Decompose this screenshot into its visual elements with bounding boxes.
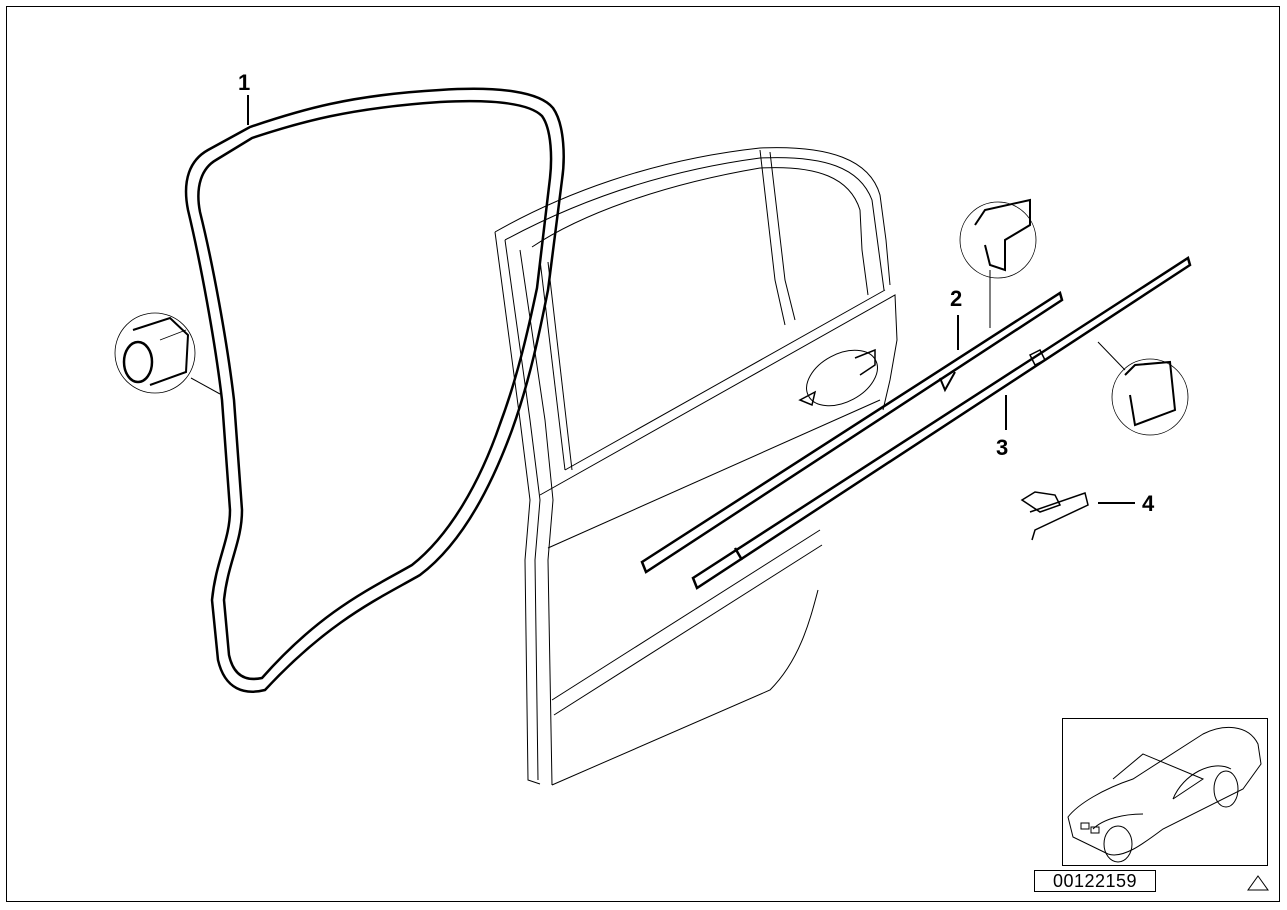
outer-window-channel-seal: [691, 256, 1192, 590]
callout-2: 2: [950, 286, 963, 311]
clip: [1020, 491, 1089, 541]
inner-seal-profile-detail: [959, 198, 1037, 328]
callout-1: 1: [238, 70, 251, 95]
door-seal: [184, 87, 565, 693]
part-number-label: 00122159: [1034, 870, 1156, 892]
seal-profile-detail: [114, 312, 221, 395]
inner-window-channel-seal: [640, 291, 1064, 574]
triangle-icon: [1247, 875, 1269, 891]
outer-seal-profile-detail: [1097, 341, 1189, 436]
callout-3: 3: [996, 435, 1009, 460]
vehicle-overview-thumbnail: [1062, 718, 1268, 866]
callout-4: 4: [1142, 491, 1155, 516]
car-outline-icon: [1067, 726, 1262, 863]
door-shell: [494, 147, 898, 786]
